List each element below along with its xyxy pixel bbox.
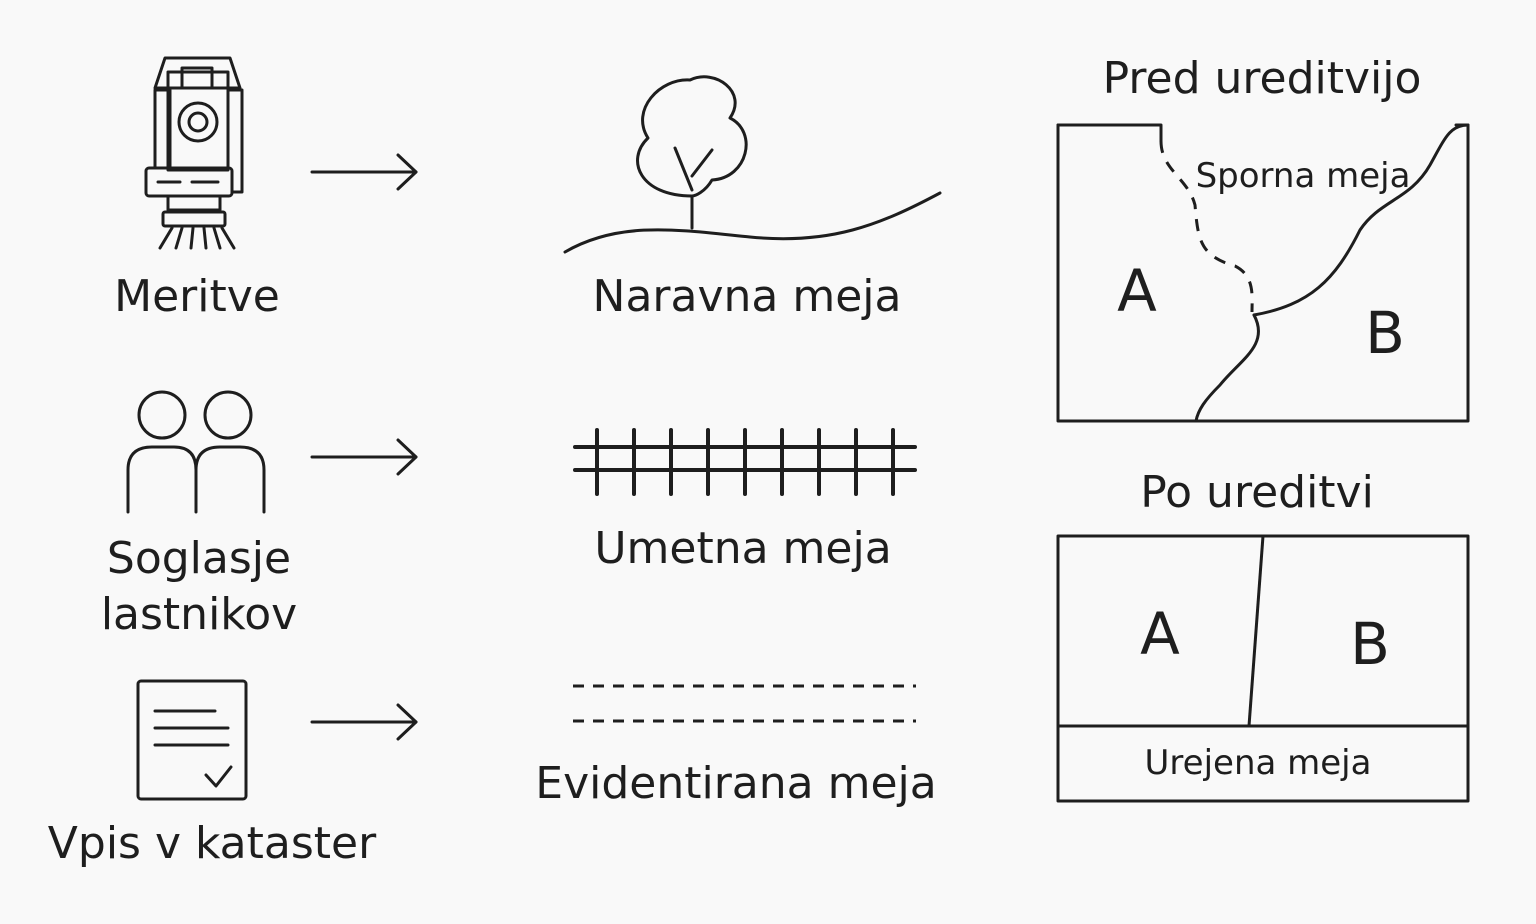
owners-icon <box>126 390 266 514</box>
regulated-boundary-label: Urejena meja <box>1144 743 1372 783</box>
document-check-icon <box>136 679 248 801</box>
parcel-b-before: B <box>1365 299 1405 367</box>
disputed-boundary-label: Sporna meja <box>1195 156 1411 196</box>
parcel-a-before: A <box>1117 257 1157 325</box>
dashed-boundary-icon <box>573 684 916 723</box>
arrow-right-icon <box>310 438 418 476</box>
fence-icon <box>573 428 917 496</box>
after-map <box>1056 534 1470 803</box>
arrow-right-icon <box>310 153 418 191</box>
before-title: Pred ureditvijo <box>1102 53 1422 104</box>
artificial-boundary-label: Umetna meja <box>594 523 892 574</box>
disputed-boundary-line <box>1159 140 1254 313</box>
tree-hill-icon <box>563 75 942 254</box>
owner-consent-label-line2: lastnikov <box>100 589 298 640</box>
recorded-boundary-label: Evidentirana meja <box>535 758 937 809</box>
natural-boundary-label: Naravna meja <box>592 271 902 322</box>
measurements-label: Meritve <box>114 271 280 322</box>
cadastre-entry-label: Vpis v kataster <box>47 818 377 869</box>
parcel-a-after: A <box>1140 600 1180 668</box>
regulated-boundary-line <box>1247 534 1265 728</box>
owner-consent-label-line1: Soglasje <box>106 533 292 584</box>
river-line <box>1252 123 1470 317</box>
before-map <box>1056 123 1470 423</box>
parcel-b-after: B <box>1350 610 1390 678</box>
total-station-icon <box>144 56 244 250</box>
stream-line <box>1194 313 1261 423</box>
arrow-right-icon <box>310 703 418 741</box>
after-title: Po ureditvi <box>1140 467 1374 518</box>
